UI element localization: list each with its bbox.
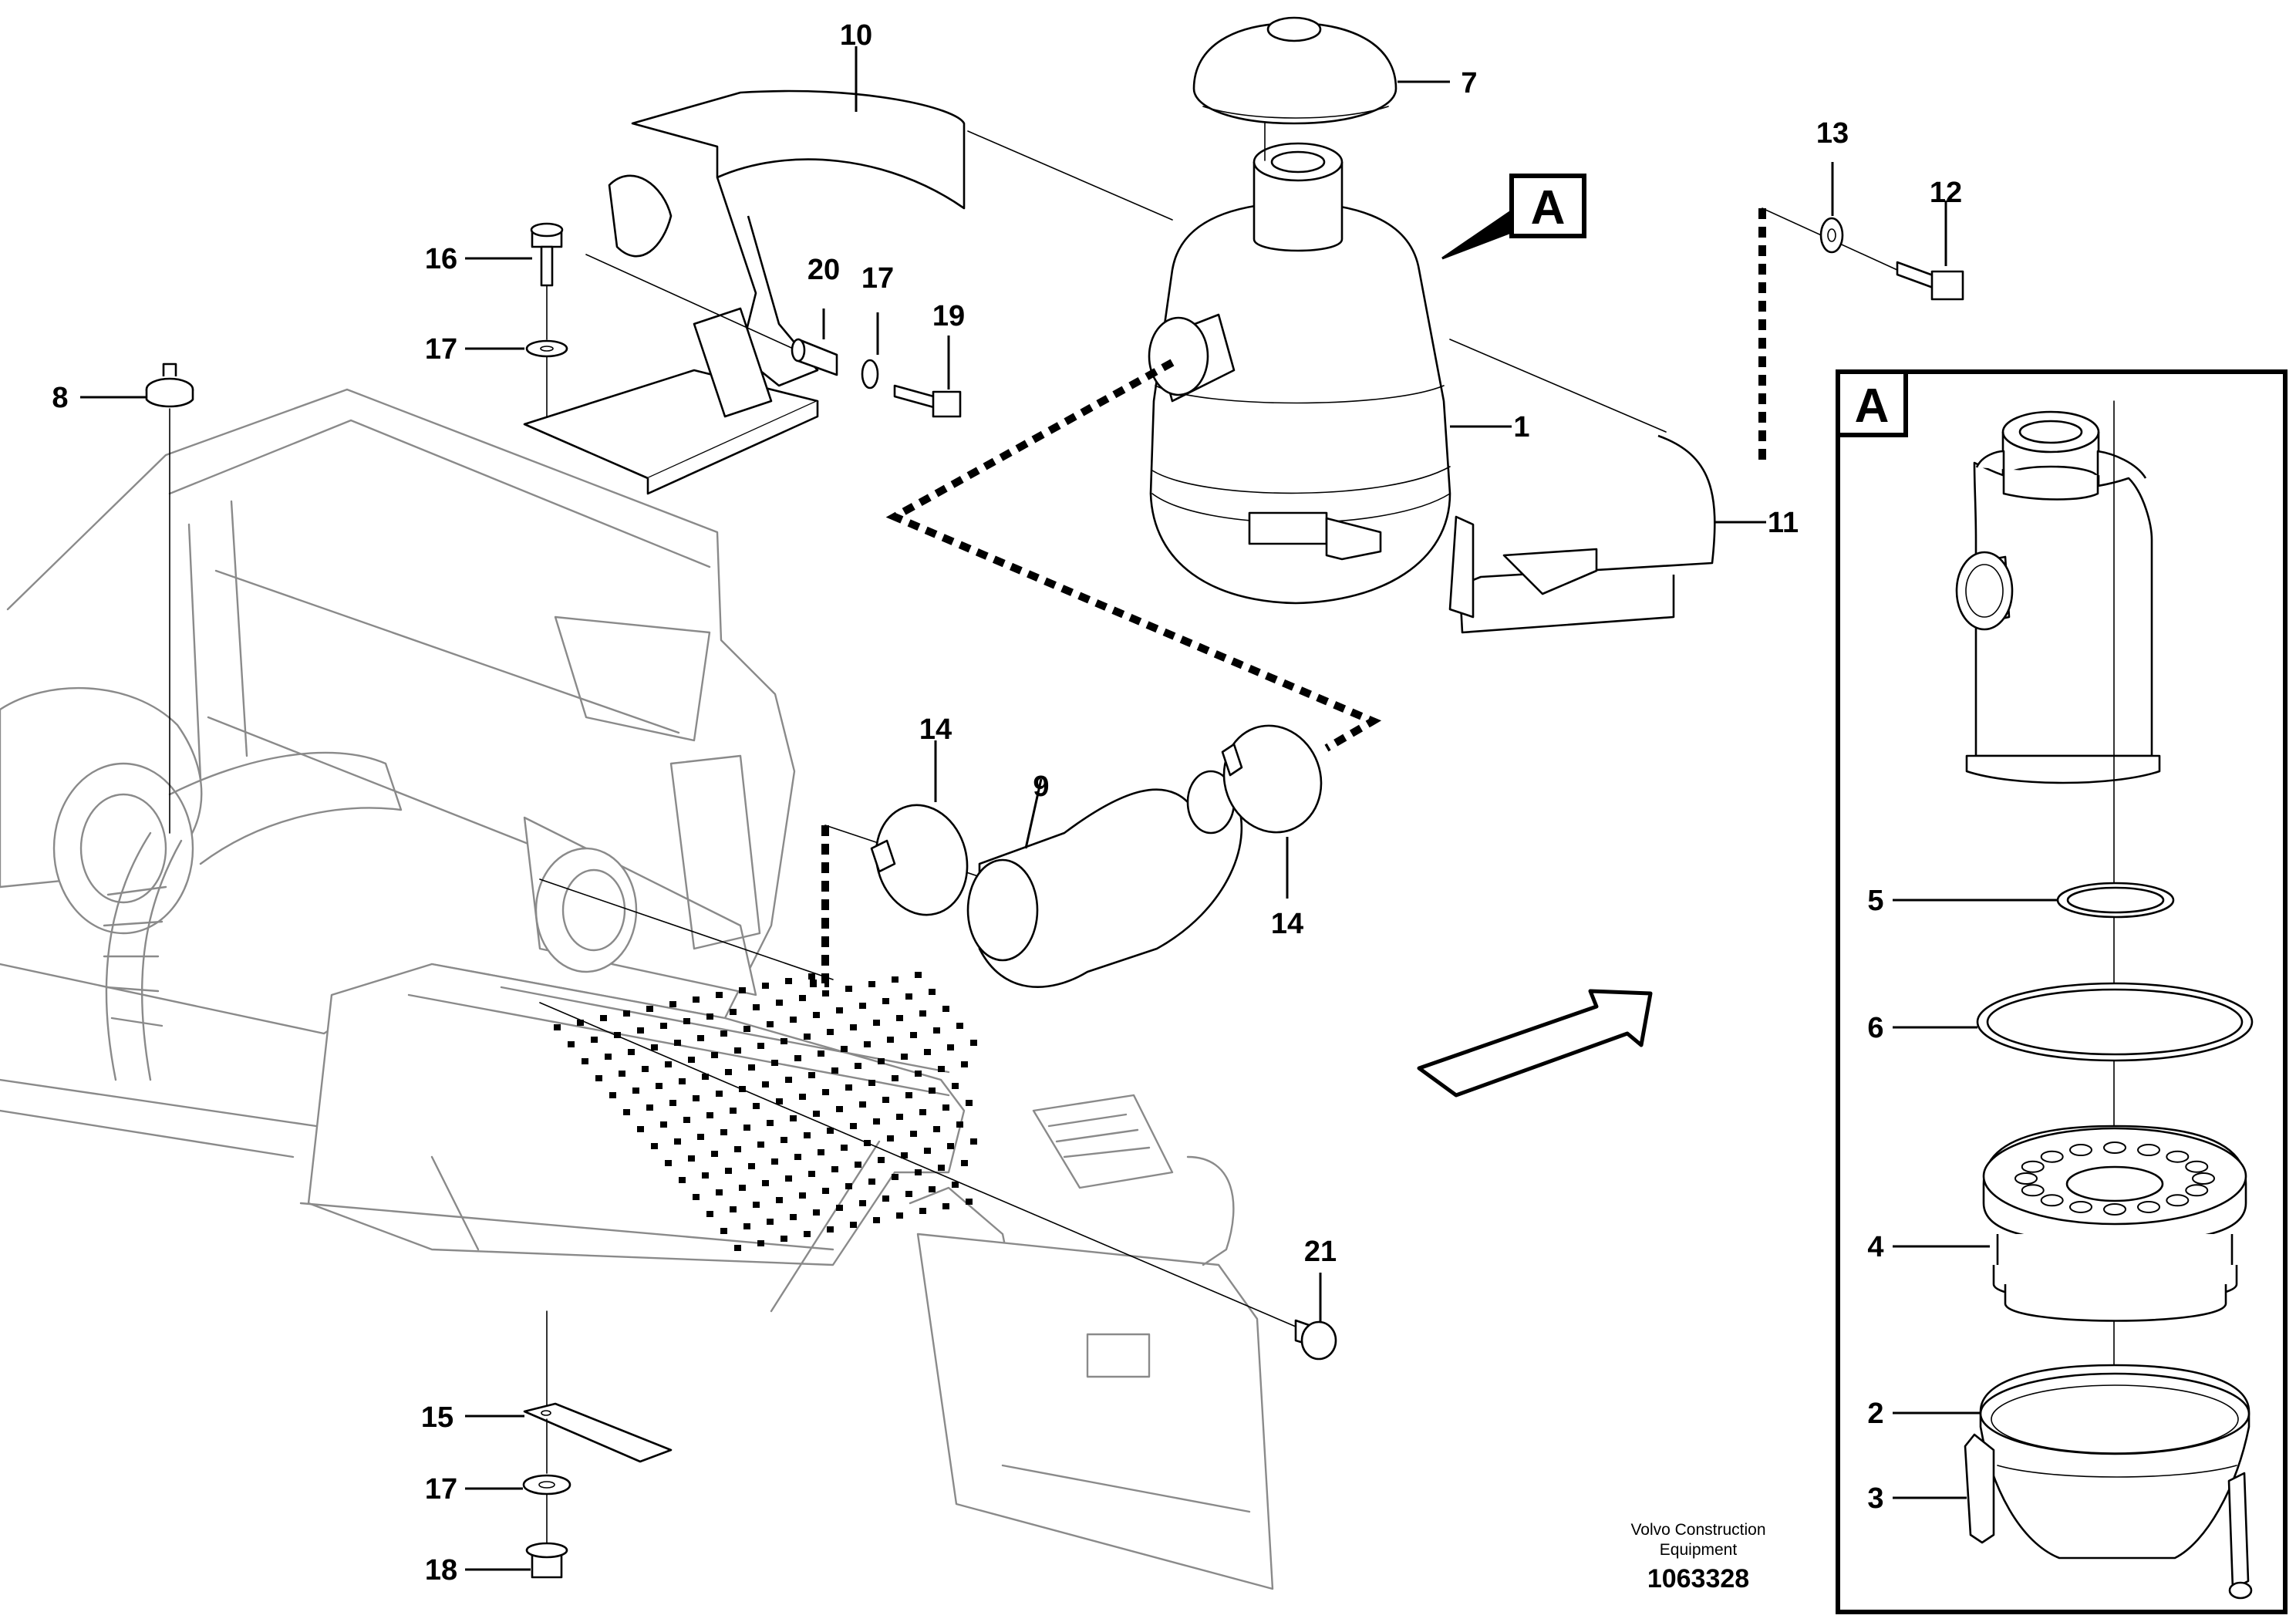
part-7-cap [1192, 16, 1450, 125]
callout-5: 5 [1867, 885, 1883, 917]
callout-3: 3 [1867, 1482, 1883, 1515]
machine-body [0, 388, 1274, 1590]
callout-2: 2 [1867, 1398, 1883, 1430]
part-11-strap [1448, 339, 1766, 634]
detail-a-panel-label: A [1855, 379, 1890, 433]
callout-18: 18 [425, 1554, 457, 1587]
callout-6: 6 [1867, 1012, 1883, 1044]
callout-21: 21 [1304, 1236, 1337, 1268]
part-10-bracket [523, 46, 1173, 495]
filter-holes [2014, 1141, 2215, 1216]
footer-block: Volvo Construction Equipment 1063328 [1630, 1521, 1765, 1593]
company-name-line1: Volvo Construction [1630, 1521, 1765, 1539]
callout-13: 13 [1816, 117, 1849, 150]
part-14-clamp-left [870, 740, 969, 916]
callout-19: 19 [932, 300, 965, 332]
detail-a-marker-label: A [1531, 181, 1566, 234]
part-12-13-bolt [1762, 162, 1964, 301]
callout-17-left: 17 [425, 333, 457, 366]
callout-20: 20 [807, 254, 840, 286]
part-21-bolt [539, 1002, 1337, 1361]
callout-labels: 10 7 13 12 16 20 17 19 17 8 1 11 14 9 14… [52, 19, 1962, 1587]
callout-14-right: 14 [1271, 908, 1303, 940]
part-9-hose [966, 770, 1243, 988]
callout-11: 11 [1768, 507, 1799, 539]
company-name-line2: Equipment [1660, 1541, 1738, 1559]
callout-15: 15 [421, 1401, 453, 1434]
callout-14-left: 14 [919, 713, 952, 746]
direction-arrow [1417, 989, 1653, 1098]
part-1-precleaner [1148, 123, 1512, 605]
callout-17-upper: 17 [861, 262, 894, 295]
detail-a-marker: A [1441, 174, 1586, 260]
part-15-plate [465, 1310, 673, 1579]
callout-16: 16 [425, 243, 457, 275]
callout-1: 1 [1513, 411, 1529, 443]
hardware-cluster [465, 222, 962, 418]
detail-a-panel: A [1836, 369, 2288, 1614]
part-14-clamp-right [1221, 724, 1323, 899]
callout-8: 8 [52, 382, 68, 414]
callout-4: 4 [1867, 1231, 1883, 1263]
floor-grid [554, 972, 977, 1251]
callout-10: 10 [840, 19, 872, 52]
callout-17-lower: 17 [425, 1473, 457, 1506]
callout-9: 9 [1033, 771, 1049, 803]
part-8-sensor [80, 363, 194, 834]
callout-12: 12 [1930, 177, 1962, 209]
drawing-number: 1063328 [1647, 1564, 1749, 1593]
callout-7: 7 [1461, 67, 1477, 99]
